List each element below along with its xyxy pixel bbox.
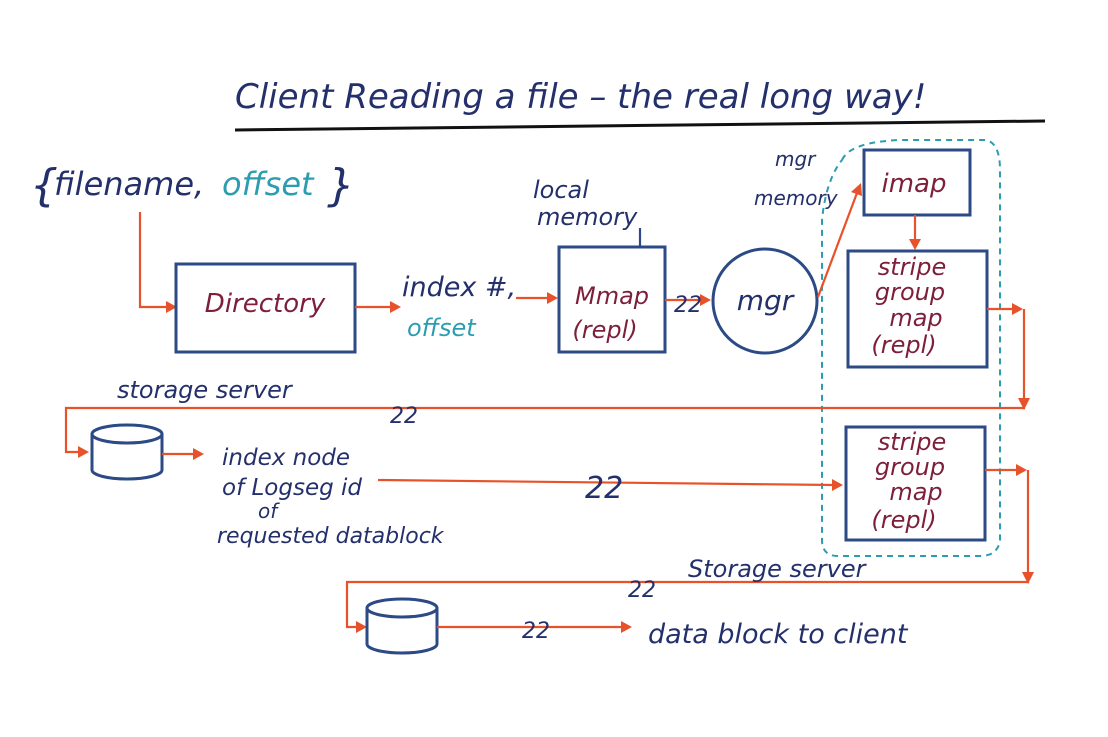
local-memory-line1: local	[533, 176, 589, 204]
storage-server-1-label: storage server	[117, 376, 294, 404]
sgmap-bottom-line1: stripe	[878, 428, 946, 456]
arrow-index-node-to-sgmap	[377, 478, 835, 487]
index-number-label: index #,	[402, 272, 516, 303]
sgmap-top-line1: stripe	[878, 253, 946, 281]
sgmap-top-line2: group	[875, 278, 945, 306]
arrowhead	[909, 239, 921, 250]
arrowhead	[1022, 572, 1034, 584]
storage-disk-2	[365, 597, 439, 655]
index-node-line3: of	[258, 499, 280, 523]
sgmap-bottom-line3: map	[889, 478, 942, 506]
arrow-input-to-directory	[138, 212, 168, 309]
stripe-group-map-bottom-box	[844, 425, 987, 542]
arrowhead	[390, 301, 401, 313]
arrowhead	[356, 621, 367, 633]
storage-server-2-label: Storage server	[688, 555, 868, 583]
arrowhead	[851, 183, 862, 196]
index-node-line1: index node	[222, 445, 350, 471]
arrowhead	[193, 448, 204, 460]
local-memory-line2: memory	[537, 203, 638, 231]
title-underline	[234, 119, 1046, 132]
network-squiggle: 22	[522, 619, 550, 644]
directory-label: Directory	[205, 289, 326, 319]
mmap-label-line2: (repl)	[572, 316, 637, 344]
arrowhead	[1016, 464, 1027, 476]
arrow-to-storage-server-2	[345, 470, 1030, 629]
arrowhead	[832, 479, 843, 491]
arrow-to-storage-server-1	[64, 309, 1026, 454]
mgr-node	[711, 247, 819, 355]
sgmap-top-line3: map	[889, 304, 942, 332]
index-offset-label: offset	[407, 314, 477, 342]
sgmap-bottom-line2: group	[875, 453, 945, 481]
offset-label: offset	[222, 165, 315, 203]
storage-disk-1	[90, 423, 164, 481]
filename-label: filename,	[54, 165, 204, 203]
mgr-label: mgr	[737, 284, 795, 317]
arrowhead	[547, 292, 558, 304]
mgr-memory-line1: mgr	[775, 147, 817, 171]
arrowhead	[1018, 398, 1030, 410]
arrowhead	[78, 446, 89, 458]
mgr-memory-region	[821, 139, 1001, 557]
sgmap-top-line4: (repl)	[871, 331, 936, 359]
imap-box	[862, 148, 972, 217]
network-squiggle: 22	[390, 404, 418, 429]
network-squiggle: 22	[628, 578, 656, 603]
arrowhead	[621, 621, 632, 633]
index-node-line4: requested datablock	[217, 524, 445, 549]
arrowhead	[166, 301, 177, 313]
diagram-title: Client Reading a file – the real long wa…	[235, 77, 926, 117]
network-squiggle: 22	[585, 471, 623, 506]
brace-close: }	[327, 160, 355, 211]
network-squiggle: 22	[674, 293, 702, 318]
arrowhead	[1012, 303, 1023, 315]
input-tuple: { filename, offset }	[30, 160, 355, 211]
imap-label: imap	[882, 169, 947, 199]
mmap-label-line1: Mmap	[575, 282, 649, 310]
result-label: data block to client	[648, 619, 909, 650]
arrow-mgr-to-imap	[816, 192, 859, 298]
index-node-line2: of Logseg id	[222, 475, 362, 501]
sgmap-bottom-line4: (repl)	[871, 506, 936, 534]
arrowhead	[700, 294, 711, 306]
brace-open: {	[30, 160, 58, 211]
